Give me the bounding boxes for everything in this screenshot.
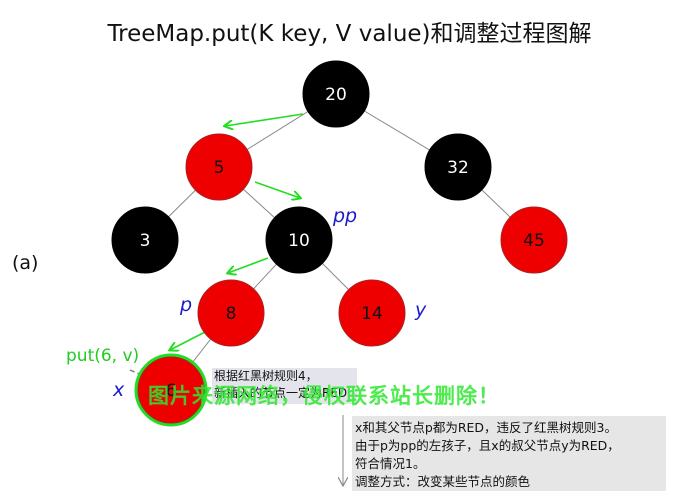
node-circle-6 [137,356,205,424]
traversal-arrow-5-10 [254,181,300,198]
label-x: x [112,379,125,401]
node-label-8: 8 [226,304,237,324]
node-label-3: 3 [140,231,151,251]
node-circle-3 [111,206,179,274]
node-circle-10 [265,206,333,274]
new-node-highlight-ring [134,353,208,427]
insert-rule-line-2: 新插入的节点一定为RED [214,386,348,400]
tree-node-32: 32 [424,133,492,201]
case-line-4: 调整方式：改变某些节点的颜色 [355,474,531,489]
traversal-arrows [129,113,343,485]
tree-node-3: 3 [111,206,179,274]
node-circle-14 [338,279,406,347]
label-p: p [179,294,192,316]
node-circle-8 [197,279,265,347]
node-label-32: 32 [447,158,469,178]
label-put: put(6, v) [66,346,139,366]
tree-nodes: 20 5 32 3 10 45 8 14 6 [111,60,568,427]
insert-rule-line-1: 根据红黑树规则4， [214,369,318,383]
diagram-title: TreeMap.put(K key, V value)和调整过程图解 [107,21,592,47]
tree-node-10: 10 [265,206,333,274]
insert-rule-note: 根据红黑树规则4， 新插入的节点一定为RED [212,368,357,404]
tree-node-8: 8 [197,279,265,347]
label-y: y [414,299,427,321]
tree-node-14: 14 [338,279,406,347]
node-label-14: 14 [361,304,383,324]
tree-node-20: 20 [302,60,370,128]
node-circle-5 [185,133,253,201]
case-line-3: 符合情况1。 [355,456,426,471]
tree-node-5: 5 [185,133,253,201]
traversal-arrow-10-8 [228,257,269,273]
tree-node-6: 6 [134,353,208,427]
watermark-text: 图片来源网络，侵权联系站长删除！ [148,384,500,408]
panel-label: (a) [12,252,39,274]
traversal-arrow-8-6 [170,331,206,350]
node-label-5: 5 [214,158,225,178]
traversal-arrow-20-5 [225,113,304,126]
node-label-10: 10 [288,231,310,251]
case-line-2: 由于p为pp的左孩子，且x的叔父节点y为RED， [355,438,620,453]
label-pp: pp [332,205,357,227]
case-explanation-note: x和其父节点p都为RED，违反了红黑树规则3。 由于p为pp的左孩子，且x的叔父… [352,416,666,491]
node-circle-32 [424,133,492,201]
node-label-6: 6 [166,381,177,401]
node-circle-45 [500,206,568,274]
node-circle-20 [302,60,370,128]
node-label-45: 45 [523,231,545,251]
case-line-1: x和其父节点p都为RED，违反了红黑树规则3。 [355,420,617,435]
tree-node-45: 45 [500,206,568,274]
node-label-20: 20 [325,85,347,105]
